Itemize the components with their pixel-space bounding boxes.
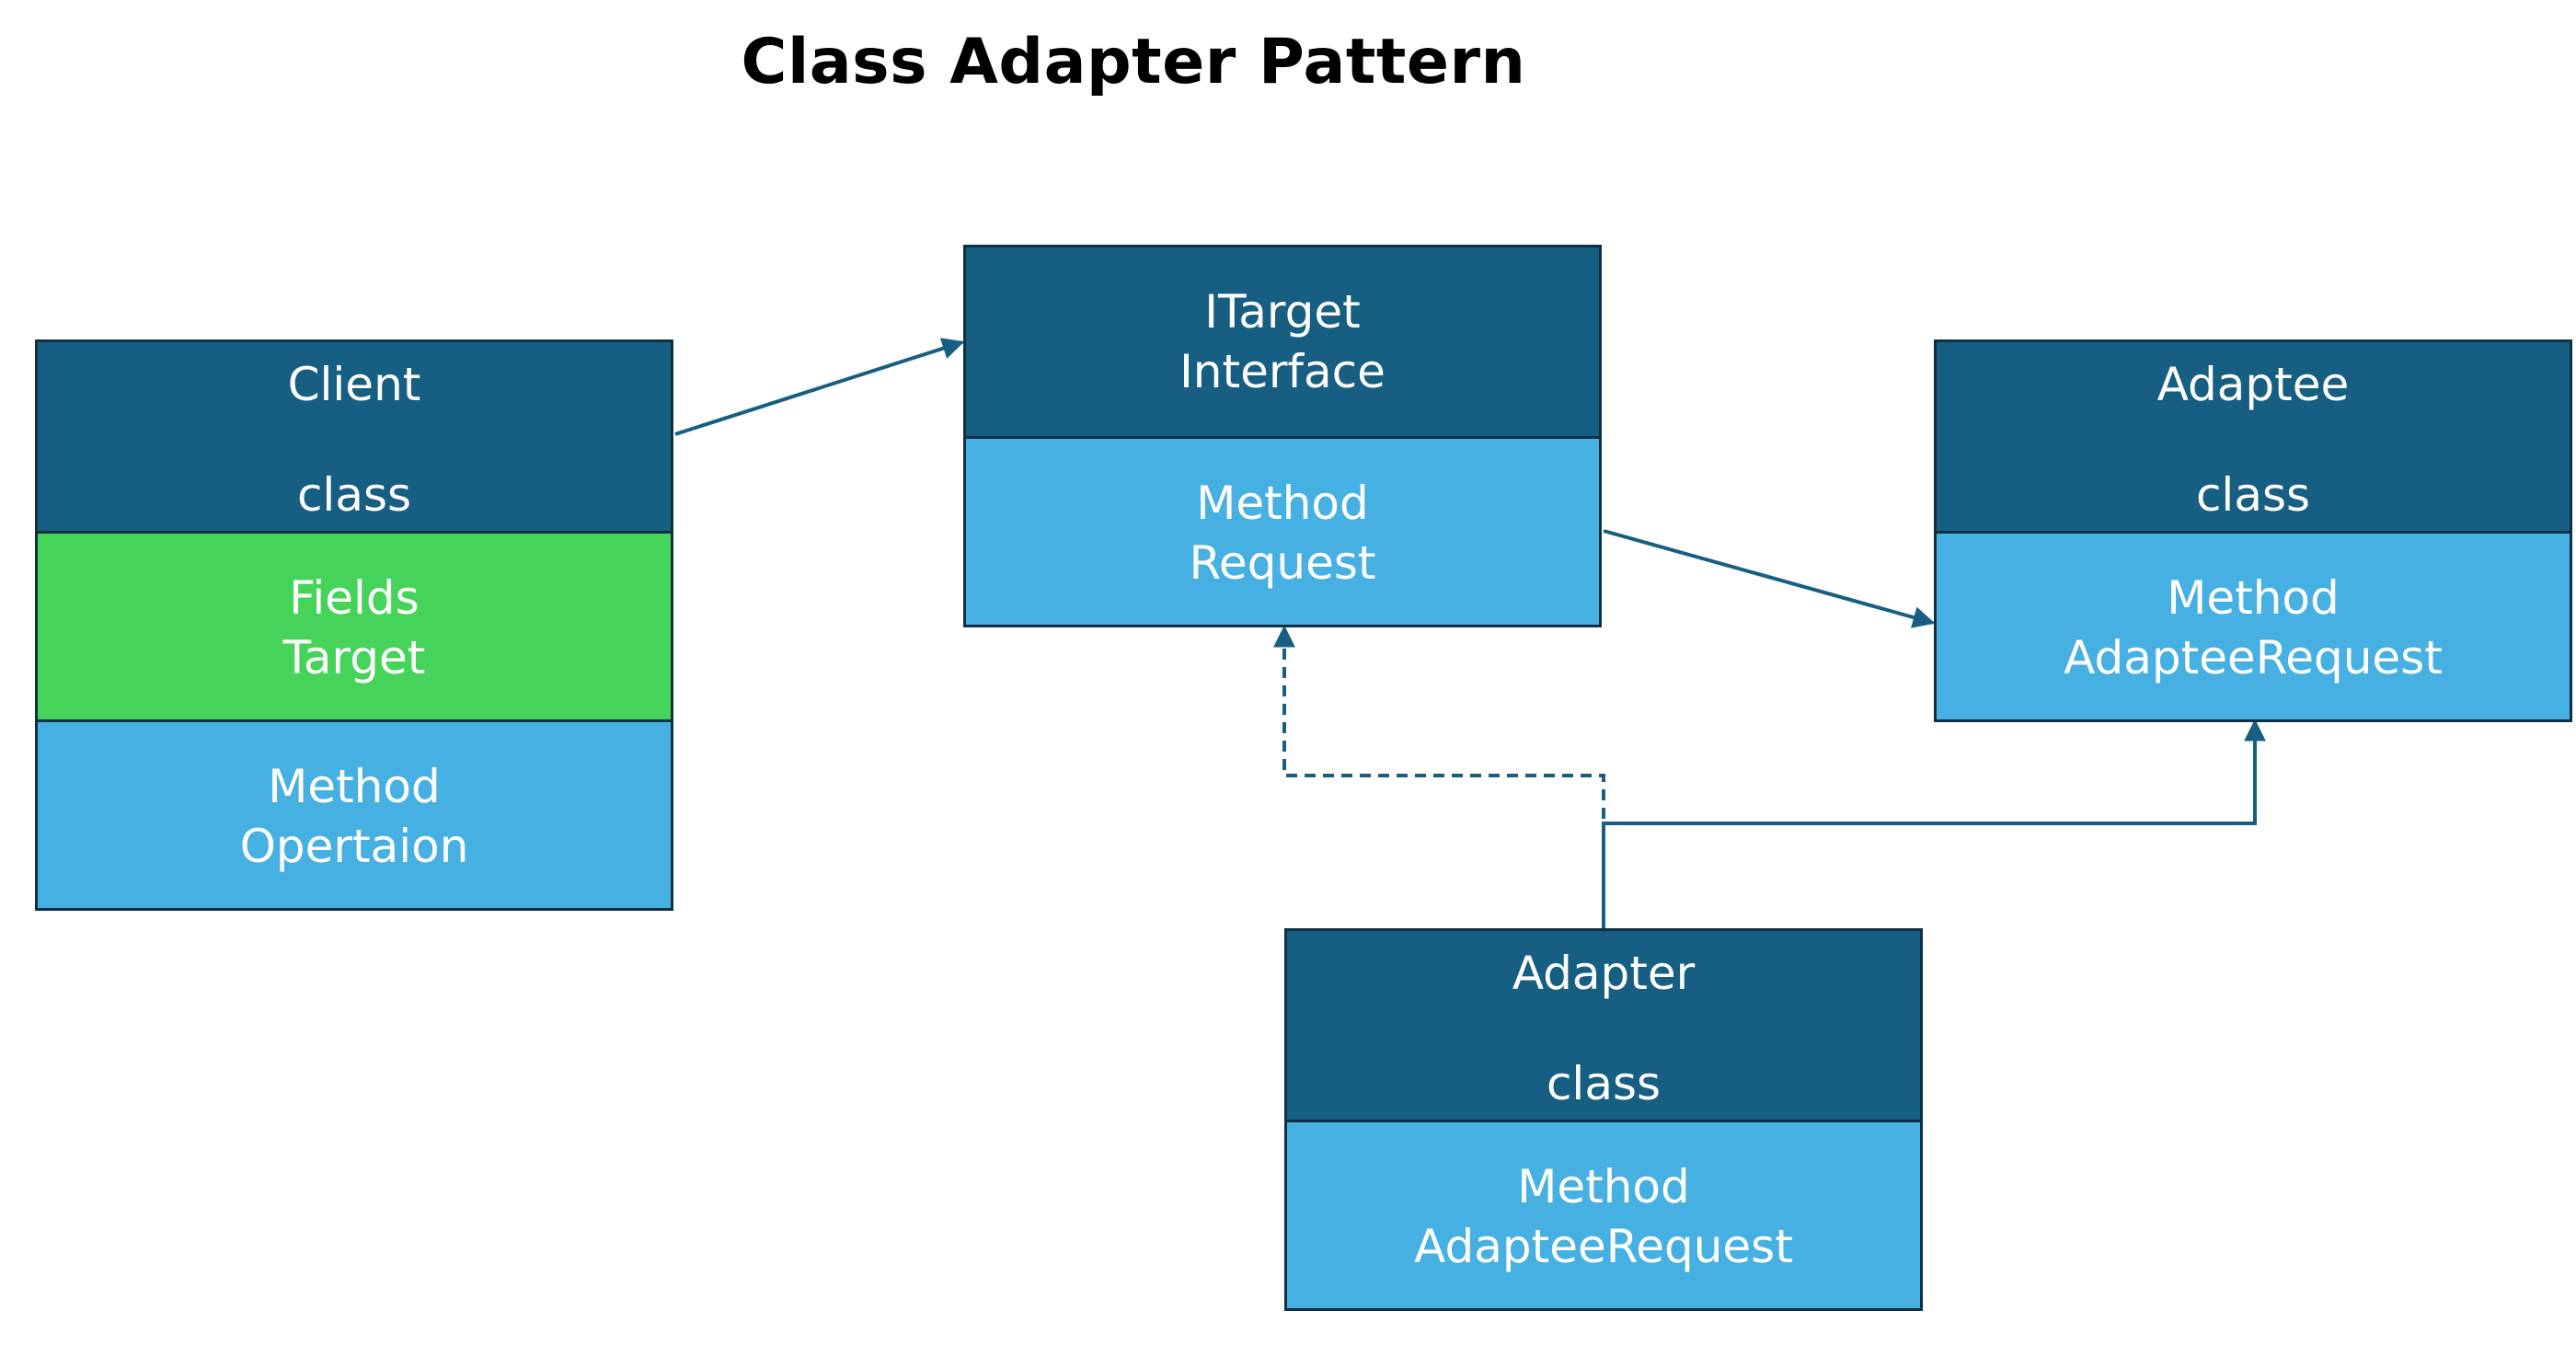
adapter-class-box: Adapter class Method AdapteeRequest: [1284, 928, 1923, 1311]
adapter-to-adaptee-connector: [1602, 718, 2266, 929]
client-method-operation: Opertaion: [239, 820, 469, 873]
client-class-name: Client: [287, 358, 421, 411]
adapter-methods-section: Method AdapteeRequest: [1287, 1120, 1920, 1308]
adapter-header: Adapter class: [1287, 931, 1920, 1120]
client-class-box: Client class Fields Target Method Operta…: [35, 339, 673, 911]
adapter-to-itarget-dashed-connector: [1273, 625, 1605, 929]
adaptee-method-request: AdapteeRequest: [2064, 631, 2443, 684]
client-to-itarget-connector: [674, 338, 965, 436]
client-methods-section: Method Opertaion: [38, 719, 671, 908]
adapter-method-request: AdapteeRequest: [1414, 1220, 1793, 1273]
adaptee-class-box: Adaptee class Method AdapteeRequest: [1934, 339, 2572, 722]
adaptee-methods-label: Method: [2167, 571, 2340, 625]
adaptee-methods-section: Method AdapteeRequest: [1937, 531, 2570, 719]
client-field-target: Target: [282, 631, 426, 684]
client-methods-label: Method: [268, 760, 441, 813]
itarget-kind: Interface: [1179, 345, 1386, 398]
itarget-method-request: Request: [1189, 536, 1376, 590]
client-fields-label: Fields: [289, 571, 420, 625]
itarget-methods-section: Method Request: [966, 436, 1599, 625]
adapter-class-kind: class: [1546, 1057, 1662, 1110]
diagram-title: Class Adapter Pattern: [741, 26, 1526, 98]
adaptee-class-name: Adaptee: [2156, 358, 2350, 411]
itarget-methods-label: Method: [1196, 477, 1369, 530]
itarget-header: ITarget Interface: [966, 247, 1599, 436]
itarget-interface-box: ITarget Interface Method Request: [963, 245, 1602, 627]
adapter-methods-label: Method: [1517, 1160, 1690, 1213]
adaptee-header: Adaptee class: [1937, 342, 2570, 531]
itarget-name: ITarget: [1204, 285, 1361, 339]
adapter-class-name: Adapter: [1512, 947, 1696, 1000]
client-header: Client class: [38, 342, 671, 531]
client-class-kind: class: [296, 468, 412, 522]
adaptee-class-kind: class: [2195, 468, 2311, 522]
client-fields-section: Fields Target: [38, 531, 671, 719]
itarget-to-adaptee-connector: [1603, 529, 1936, 628]
